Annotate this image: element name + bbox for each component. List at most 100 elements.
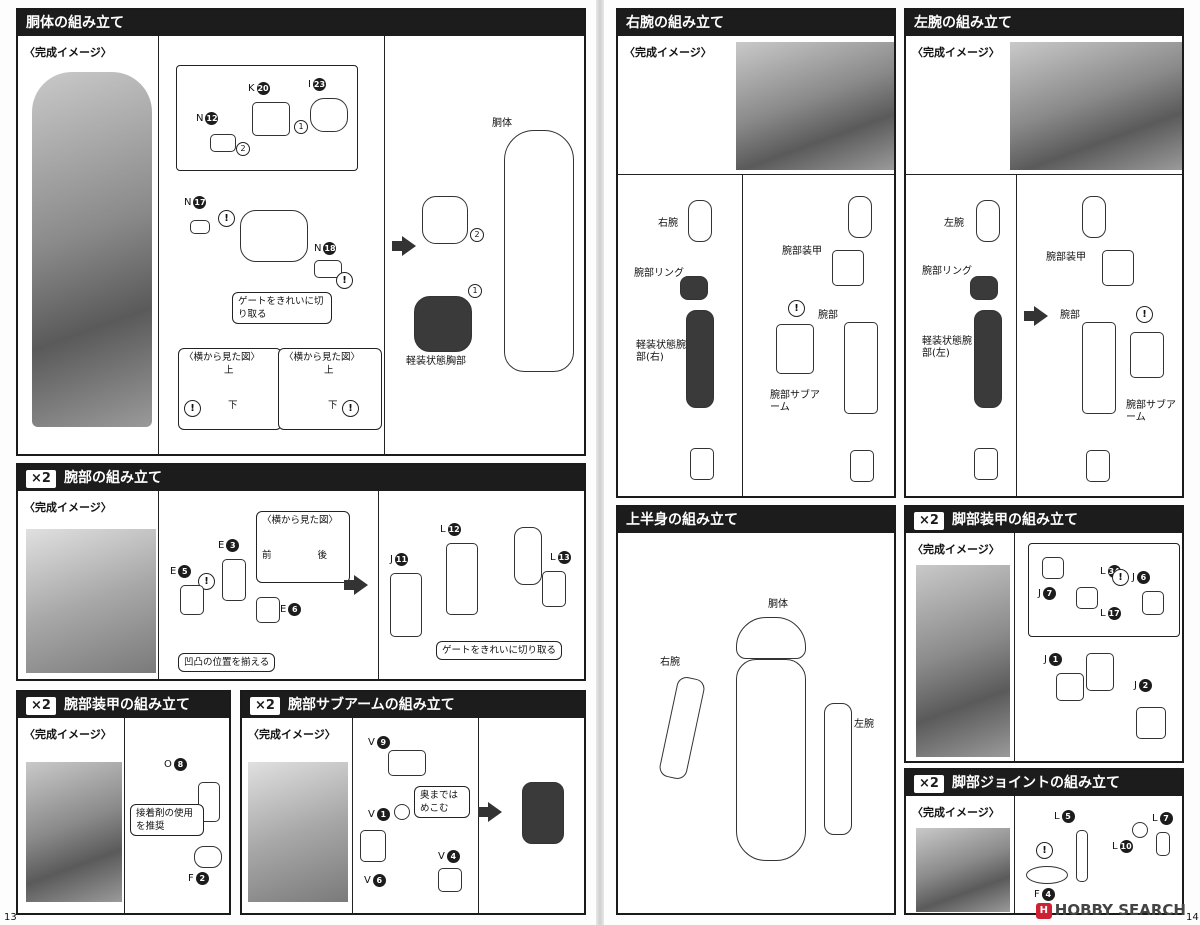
section-title: 左腕の組み立て	[906, 10, 1182, 36]
flow-arrow	[392, 236, 416, 256]
section-title: 上半身の組み立て	[618, 507, 894, 533]
section-title: 右腕の組み立て	[618, 10, 894, 36]
caution-icon: !	[336, 272, 353, 289]
arm-armor-label: 腕部装甲	[782, 246, 822, 257]
upper-body-figure	[736, 617, 806, 659]
caution-icon: !	[1112, 569, 1129, 586]
page-number-right: 14	[1186, 912, 1199, 923]
caution-icon: !	[342, 400, 359, 417]
caution-icon: !	[184, 400, 201, 417]
hobby-search-logo-icon: H	[1035, 902, 1052, 919]
arm-ring-label: 腕部リング	[922, 266, 972, 277]
upper-body-assembly-section: 上半身の組み立て 胴体 右腕 左腕	[616, 505, 896, 915]
light-arm-label: 軽装状態腕部(左)	[922, 336, 972, 359]
completed-figure-photo	[32, 72, 152, 427]
left-arm-label: 左腕	[944, 218, 964, 229]
align-note: 凹凸の位置を揃える	[178, 653, 276, 672]
body-label: 胴体	[492, 118, 512, 129]
caution-icon: !	[788, 300, 805, 317]
step-1: 1	[294, 120, 308, 134]
left-arm-assembly-section: 左腕の組み立て 〈完成イメージ〉 左腕 腕部リング 軽装状態腕部(左) 腕部装甲…	[904, 8, 1184, 498]
section-title: 胴体の組み立て	[18, 10, 584, 36]
section-title: 脚部装甲の組み立て	[951, 512, 1078, 528]
flow-arrow	[478, 802, 502, 822]
completed-sub-arm-photo	[248, 762, 348, 902]
gate-note: ゲートをきれいに切り取る	[436, 641, 563, 660]
section-title: 脚部ジョイントの組み立て	[951, 775, 1120, 791]
completed-forearm-photo	[26, 529, 156, 673]
completion-image-label: 〈完成イメージ〉	[24, 46, 112, 59]
page-spine	[596, 0, 604, 925]
caution-icon: !	[218, 210, 235, 227]
arm-label: 腕部	[818, 310, 838, 321]
sub-arm-label: 腕部サブアーム	[770, 390, 820, 413]
body-label: 胴体	[768, 599, 788, 610]
side-view-right: 〈横から見た図〉 上 下	[278, 348, 382, 430]
light-chest-part	[414, 296, 472, 352]
light-arm-label: 軽装状態腕部(右)	[636, 340, 686, 363]
completed-right-arm-photo	[736, 42, 894, 170]
flow-arrow	[344, 575, 368, 595]
completed-leg-joint-photo	[916, 828, 1010, 912]
right-arm-label: 右腕	[658, 218, 678, 229]
push-note: 奥まではめこむ	[414, 786, 470, 818]
sub-arm-label: 腕部サブアーム	[1126, 400, 1176, 423]
side-view-left: 〈横から見た図〉 上 下	[178, 348, 282, 430]
gate-note: ゲートをきれいに切り取る	[232, 292, 332, 324]
right-arm-label: 右腕	[660, 657, 680, 668]
caution-icon: !	[1136, 306, 1153, 323]
section-title: 腕部の組み立て	[63, 470, 162, 486]
arm-armor-label: 腕部装甲	[1046, 252, 1086, 263]
arm-label: 腕部	[1060, 310, 1080, 321]
section-title: 腕部サブアームの組み立て	[287, 697, 455, 713]
sub-arm-assembled	[522, 782, 564, 844]
step-2: 2	[236, 142, 250, 156]
torso-figure	[504, 130, 574, 372]
section-title: 腕部装甲の組み立て	[63, 697, 190, 713]
completed-left-arm-photo	[1010, 42, 1182, 170]
light-chest-label: 軽装状態胸部	[406, 356, 466, 367]
completed-arm-armor-photo	[26, 762, 122, 902]
left-arm-label: 左腕	[854, 719, 874, 730]
caution-icon: !	[1036, 842, 1053, 859]
arm-ring-label: 腕部リング	[634, 268, 684, 279]
glue-note: 接着剤の使用を推奨	[130, 804, 204, 836]
right-arm-assembly-section: 右腕の組み立て 〈完成イメージ〉 右腕 腕部リング 軽装状態腕部(右) 腕部装甲…	[616, 8, 896, 498]
flow-arrow	[1024, 306, 1048, 326]
side-view-callout: 〈横から見た図〉 前後	[256, 511, 350, 583]
completed-leg-armor-photo	[916, 565, 1010, 757]
page-number-left: 13	[4, 912, 17, 923]
